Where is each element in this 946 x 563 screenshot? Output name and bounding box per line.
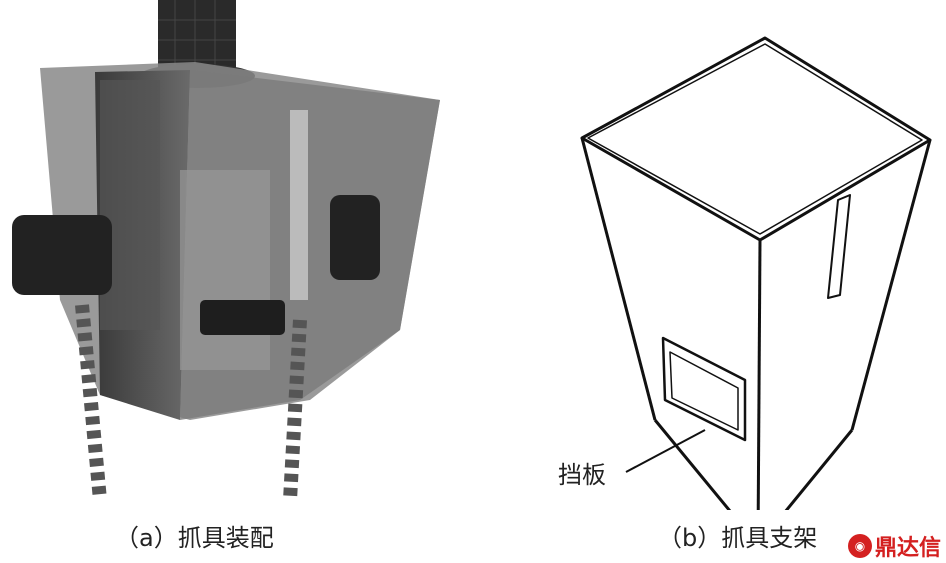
callout-label-baffle: 挡板 <box>558 461 606 489</box>
gripper-bracket-drawing <box>580 36 932 510</box>
caption-b: （b）抓具支架 <box>658 524 818 552</box>
watermark-logo-icon: ◉ <box>848 534 872 558</box>
watermark: ◉ 鼎达信 <box>848 530 941 562</box>
caption-a: （a）抓具装配 <box>115 524 274 552</box>
gripper-assembly-render <box>12 0 440 501</box>
watermark-text: 鼎达信 <box>875 536 942 561</box>
